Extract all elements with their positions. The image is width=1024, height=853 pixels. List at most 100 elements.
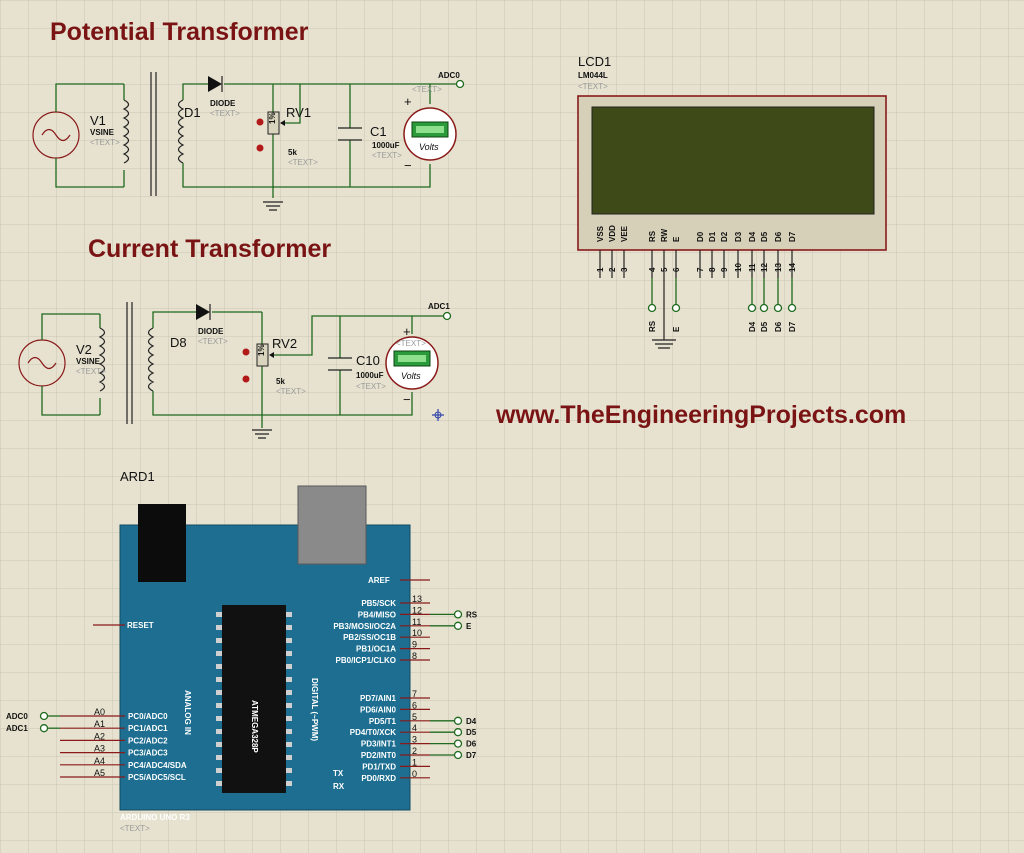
primary-coil <box>122 99 130 164</box>
analog-port-name: PC4/ADC4/SDA <box>128 761 187 770</box>
capacitor-c10[interactable] <box>328 357 352 371</box>
potential-transformer-title: Potential Transformer <box>50 18 309 46</box>
arduino-type: ARDUINO UNO R3 <box>120 813 190 822</box>
digital-pin-number: 5 <box>412 712 417 722</box>
lcd-net-terminal[interactable] <box>647 303 657 313</box>
digital-port-name: PD1/TXD <box>362 762 396 771</box>
adc1-terminal[interactable] <box>442 311 452 321</box>
chip-pin <box>216 768 222 773</box>
lcd-pin-label: D0 <box>696 231 705 242</box>
lcd-net-terminal[interactable] <box>747 303 757 313</box>
digital-net-terminal[interactable] <box>453 728 463 737</box>
capacitor-c1[interactable] <box>338 127 362 141</box>
ground-icon <box>263 201 283 211</box>
digital-pin-number: 0 <box>412 769 417 779</box>
chip-pin <box>286 781 292 786</box>
analog-in-label: ANALOG IN <box>183 690 192 735</box>
chip-pin <box>286 703 292 708</box>
lcd-pin-label: D6 <box>774 231 783 242</box>
chip-label: ATMEGA328P <box>250 700 259 753</box>
digital-port-name: PD4/T0/XCK <box>350 728 396 737</box>
arduino-name: ARD1 <box>120 469 155 484</box>
chip-pin <box>216 742 222 747</box>
pot-label: RV2 <box>272 336 297 351</box>
chip-pin <box>286 729 292 734</box>
chip-pin <box>286 664 292 669</box>
digital-pin-number: 10 <box>412 628 422 638</box>
digital-pin-number: 3 <box>412 735 417 745</box>
pot-terminal-b <box>256 144 264 152</box>
diode-text: <TEXT> <box>198 337 228 346</box>
transformer-core <box>126 302 133 424</box>
digital-pin-number: 11 <box>412 617 421 627</box>
source-type: VSINE <box>90 128 115 137</box>
diode-type: DIODE <box>210 99 236 108</box>
analog-port-name: PC5/ADC5/SCL <box>128 773 186 782</box>
digital-net-terminal[interactable] <box>453 716 463 725</box>
lcd-pin-label: VSS <box>596 225 605 242</box>
chip-pin <box>216 625 222 630</box>
adc0-terminal[interactable] <box>455 79 465 89</box>
analog-net-terminal[interactable] <box>39 724 49 733</box>
potentiometer-rv2[interactable] <box>256 343 269 367</box>
analog-net-terminal[interactable] <box>39 711 49 721</box>
lcd-pin-number: 12 <box>760 263 769 272</box>
lcd-pin-number: 3 <box>620 267 629 272</box>
source-text: <TEXT> <box>90 138 120 147</box>
voltmeter-unit: Volts <box>419 142 439 152</box>
pot-value: 5k <box>288 148 297 157</box>
pot-terminal-a <box>256 118 264 126</box>
analog-pin-name: A0 <box>94 707 105 717</box>
lcd-net-terminal[interactable] <box>759 303 769 313</box>
usb-connector <box>297 485 367 565</box>
digital-port-name: PD6/AIN0 <box>360 705 397 714</box>
lcd-ground-icon <box>652 278 676 349</box>
transformer-core <box>150 72 157 196</box>
analog-net-label: ADC0 <box>6 712 28 721</box>
chip-pin <box>286 716 292 721</box>
lcd-net-terminal[interactable] <box>773 303 783 313</box>
chip-pin <box>216 638 222 643</box>
chip-pin <box>286 768 292 773</box>
digital-port-name: PB5/SCK <box>361 599 396 608</box>
lcd-screen <box>591 106 875 215</box>
digital-net-terminal[interactable] <box>453 739 463 748</box>
digital-port-name: PD5/T1 <box>369 717 397 726</box>
voltmeter-unit: Volts <box>401 371 421 381</box>
diode-d8[interactable] <box>196 304 210 320</box>
digital-net-terminal[interactable] <box>453 610 463 619</box>
lcd-net-terminal[interactable] <box>671 303 681 313</box>
digital-port-name: PB0/ICP1/CLKO <box>336 656 396 665</box>
lcd-pin-number: 7 <box>696 267 705 272</box>
digital-port-name: PD2/INT0 <box>361 751 397 760</box>
digital-net-label: D4 <box>466 717 477 726</box>
digital-net-terminal[interactable] <box>453 750 463 760</box>
lcd-pin-label: E <box>672 236 681 242</box>
chip-pin <box>286 625 292 630</box>
chip-pin <box>216 677 222 682</box>
digital-port-name: PB4/MISO <box>358 610 396 619</box>
digital-net-terminal[interactable] <box>453 621 463 630</box>
digital-pin-number: 13 <box>412 594 422 604</box>
cap-label: C10 <box>356 353 380 368</box>
pot-terminal-a <box>242 348 250 356</box>
lcd-pin-label: D4 <box>748 231 757 242</box>
adc0-net-label: ADC0 <box>438 71 460 80</box>
digital-net-label: D6 <box>466 740 477 749</box>
potentiometer-rv1[interactable] <box>267 111 280 135</box>
chip-pin <box>286 651 292 656</box>
digital-net-label: D5 <box>466 728 477 737</box>
meter-plus: + <box>403 324 411 339</box>
digital-port-name: PB1/OC1A <box>356 645 396 654</box>
digital-port-name: PB2/SS/OC1B <box>343 633 396 642</box>
digital-port-name: PD0/RXD <box>361 774 396 783</box>
lcd-pin-number: 14 <box>788 263 797 272</box>
lcd-pin-label: RW <box>660 228 669 242</box>
secondary-coil <box>177 99 185 164</box>
digital-port-name: PD7/AIN1 <box>360 694 397 703</box>
source-type: VSINE <box>76 357 101 366</box>
diode-d1[interactable] <box>208 76 222 92</box>
chip-pin <box>286 742 292 747</box>
reset-label: RESET <box>127 621 154 630</box>
lcd-net-terminal[interactable] <box>787 303 797 313</box>
